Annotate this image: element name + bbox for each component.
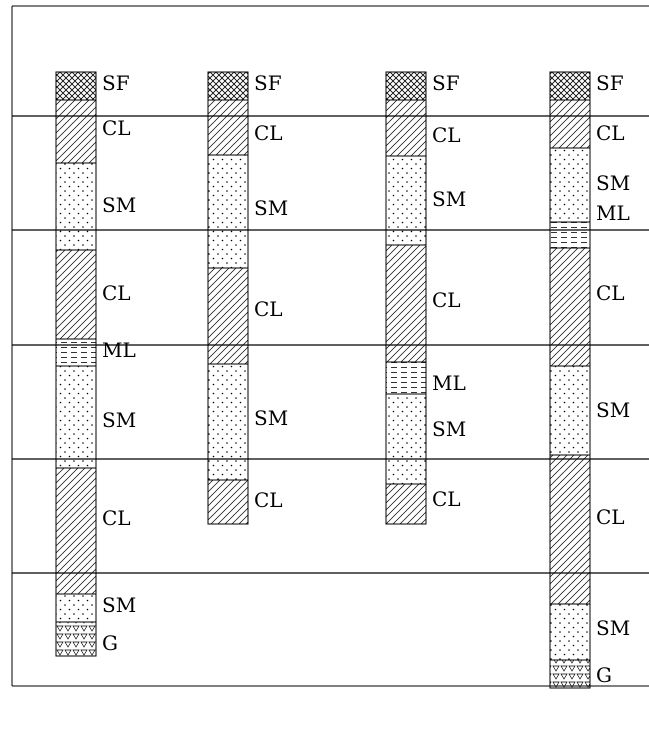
soil-layer-sm bbox=[55, 593, 97, 623]
soil-layer-cl bbox=[549, 99, 591, 149]
soil-layer-label: CL bbox=[596, 121, 625, 145]
soil-layer-label: ML bbox=[102, 338, 136, 362]
soil-layer-sf bbox=[55, 71, 97, 101]
soil-layer-label: SM bbox=[432, 187, 466, 211]
soil-layer-g bbox=[549, 659, 591, 689]
soil-layer-cl bbox=[55, 467, 97, 595]
borehole-columns: SFCLSMCLMLSMCLSMGSFCLSMCLSMCLSFCLSMCLMLS… bbox=[55, 71, 630, 689]
soil-layer-label: SF bbox=[596, 71, 624, 95]
borehole-column: SF CL SM CL ML SM CL bbox=[385, 71, 466, 525]
soil-layer-label: CL bbox=[254, 297, 283, 321]
soil-layer-label: CL bbox=[596, 505, 625, 529]
soil-layer-label: CL bbox=[254, 121, 283, 145]
soil-layer-label: CL bbox=[102, 116, 131, 140]
soil-layer-label: SF bbox=[254, 71, 282, 95]
soil-layer-cl bbox=[385, 244, 427, 363]
soil-layer-g bbox=[55, 621, 97, 657]
soil-layer-label: SM bbox=[596, 398, 630, 422]
soil-layer-label: SM bbox=[432, 417, 466, 441]
soil-layer-label: CL bbox=[254, 488, 283, 512]
soil-layer-ml bbox=[55, 338, 97, 367]
soil-layer-sf bbox=[385, 71, 427, 101]
soil-layer-cl bbox=[549, 247, 591, 367]
soil-layer-sm bbox=[385, 393, 427, 485]
soil-layer-sm bbox=[207, 363, 249, 481]
soil-layer-ml bbox=[549, 221, 591, 249]
soil-layer-cl bbox=[385, 99, 427, 157]
soil-layer-label: ML bbox=[432, 371, 466, 395]
soil-layer-label: CL bbox=[102, 506, 131, 530]
soil-layer-label: SM bbox=[254, 406, 288, 430]
soil-layer-sm bbox=[549, 365, 591, 456]
soil-layer-label: CL bbox=[102, 281, 131, 305]
soil-layer-sm bbox=[549, 147, 591, 223]
soil-layer-label: SM bbox=[254, 196, 288, 220]
soil-layer-ml bbox=[385, 361, 427, 395]
soil-layer-label: CL bbox=[596, 281, 625, 305]
soil-layer-cl bbox=[55, 249, 97, 340]
soil-layer-label: CL bbox=[432, 288, 461, 312]
soil-layer-cl bbox=[549, 454, 591, 605]
soil-layer-label: ML bbox=[596, 201, 630, 225]
soil-layer-sm bbox=[549, 603, 591, 661]
soil-layer-sm bbox=[385, 155, 427, 246]
soil-layer-cl bbox=[385, 483, 427, 525]
soil-layer-sf bbox=[549, 71, 591, 101]
soil-layer-label: SF bbox=[102, 71, 130, 95]
soil-layer-sm bbox=[55, 162, 97, 251]
soil-layer-sm bbox=[207, 154, 249, 269]
soil-layer-label: CL bbox=[432, 487, 461, 511]
soil-layer-label: SM bbox=[596, 616, 630, 640]
soil-layer-label: SM bbox=[102, 593, 136, 617]
soil-layer-label: SM bbox=[596, 171, 630, 195]
borehole-column: SF CL SM ML CL SM CL SM G bbox=[549, 71, 630, 689]
soil-layer-label: SM bbox=[102, 408, 136, 432]
soil-layer-label: SF bbox=[432, 71, 460, 95]
borehole-column: SF CL SM CL SM CL bbox=[207, 71, 288, 525]
borehole-column: SF CL SM CL ML SM CL SM G bbox=[55, 71, 136, 657]
soil-layer-label: G bbox=[596, 663, 612, 687]
soil-layer-cl bbox=[207, 99, 249, 156]
soil-layer-cl bbox=[207, 479, 249, 525]
soil-layer-label: CL bbox=[432, 123, 461, 147]
soil-layer-sf bbox=[207, 71, 249, 101]
soil-layer-sm bbox=[55, 365, 97, 469]
soil-layer-cl bbox=[207, 267, 249, 365]
soil-layer-label: G bbox=[102, 631, 118, 655]
soil-layer-label: SM bbox=[102, 193, 136, 217]
soil-layer-cl bbox=[55, 99, 97, 164]
depth-grid bbox=[12, 115, 649, 574]
